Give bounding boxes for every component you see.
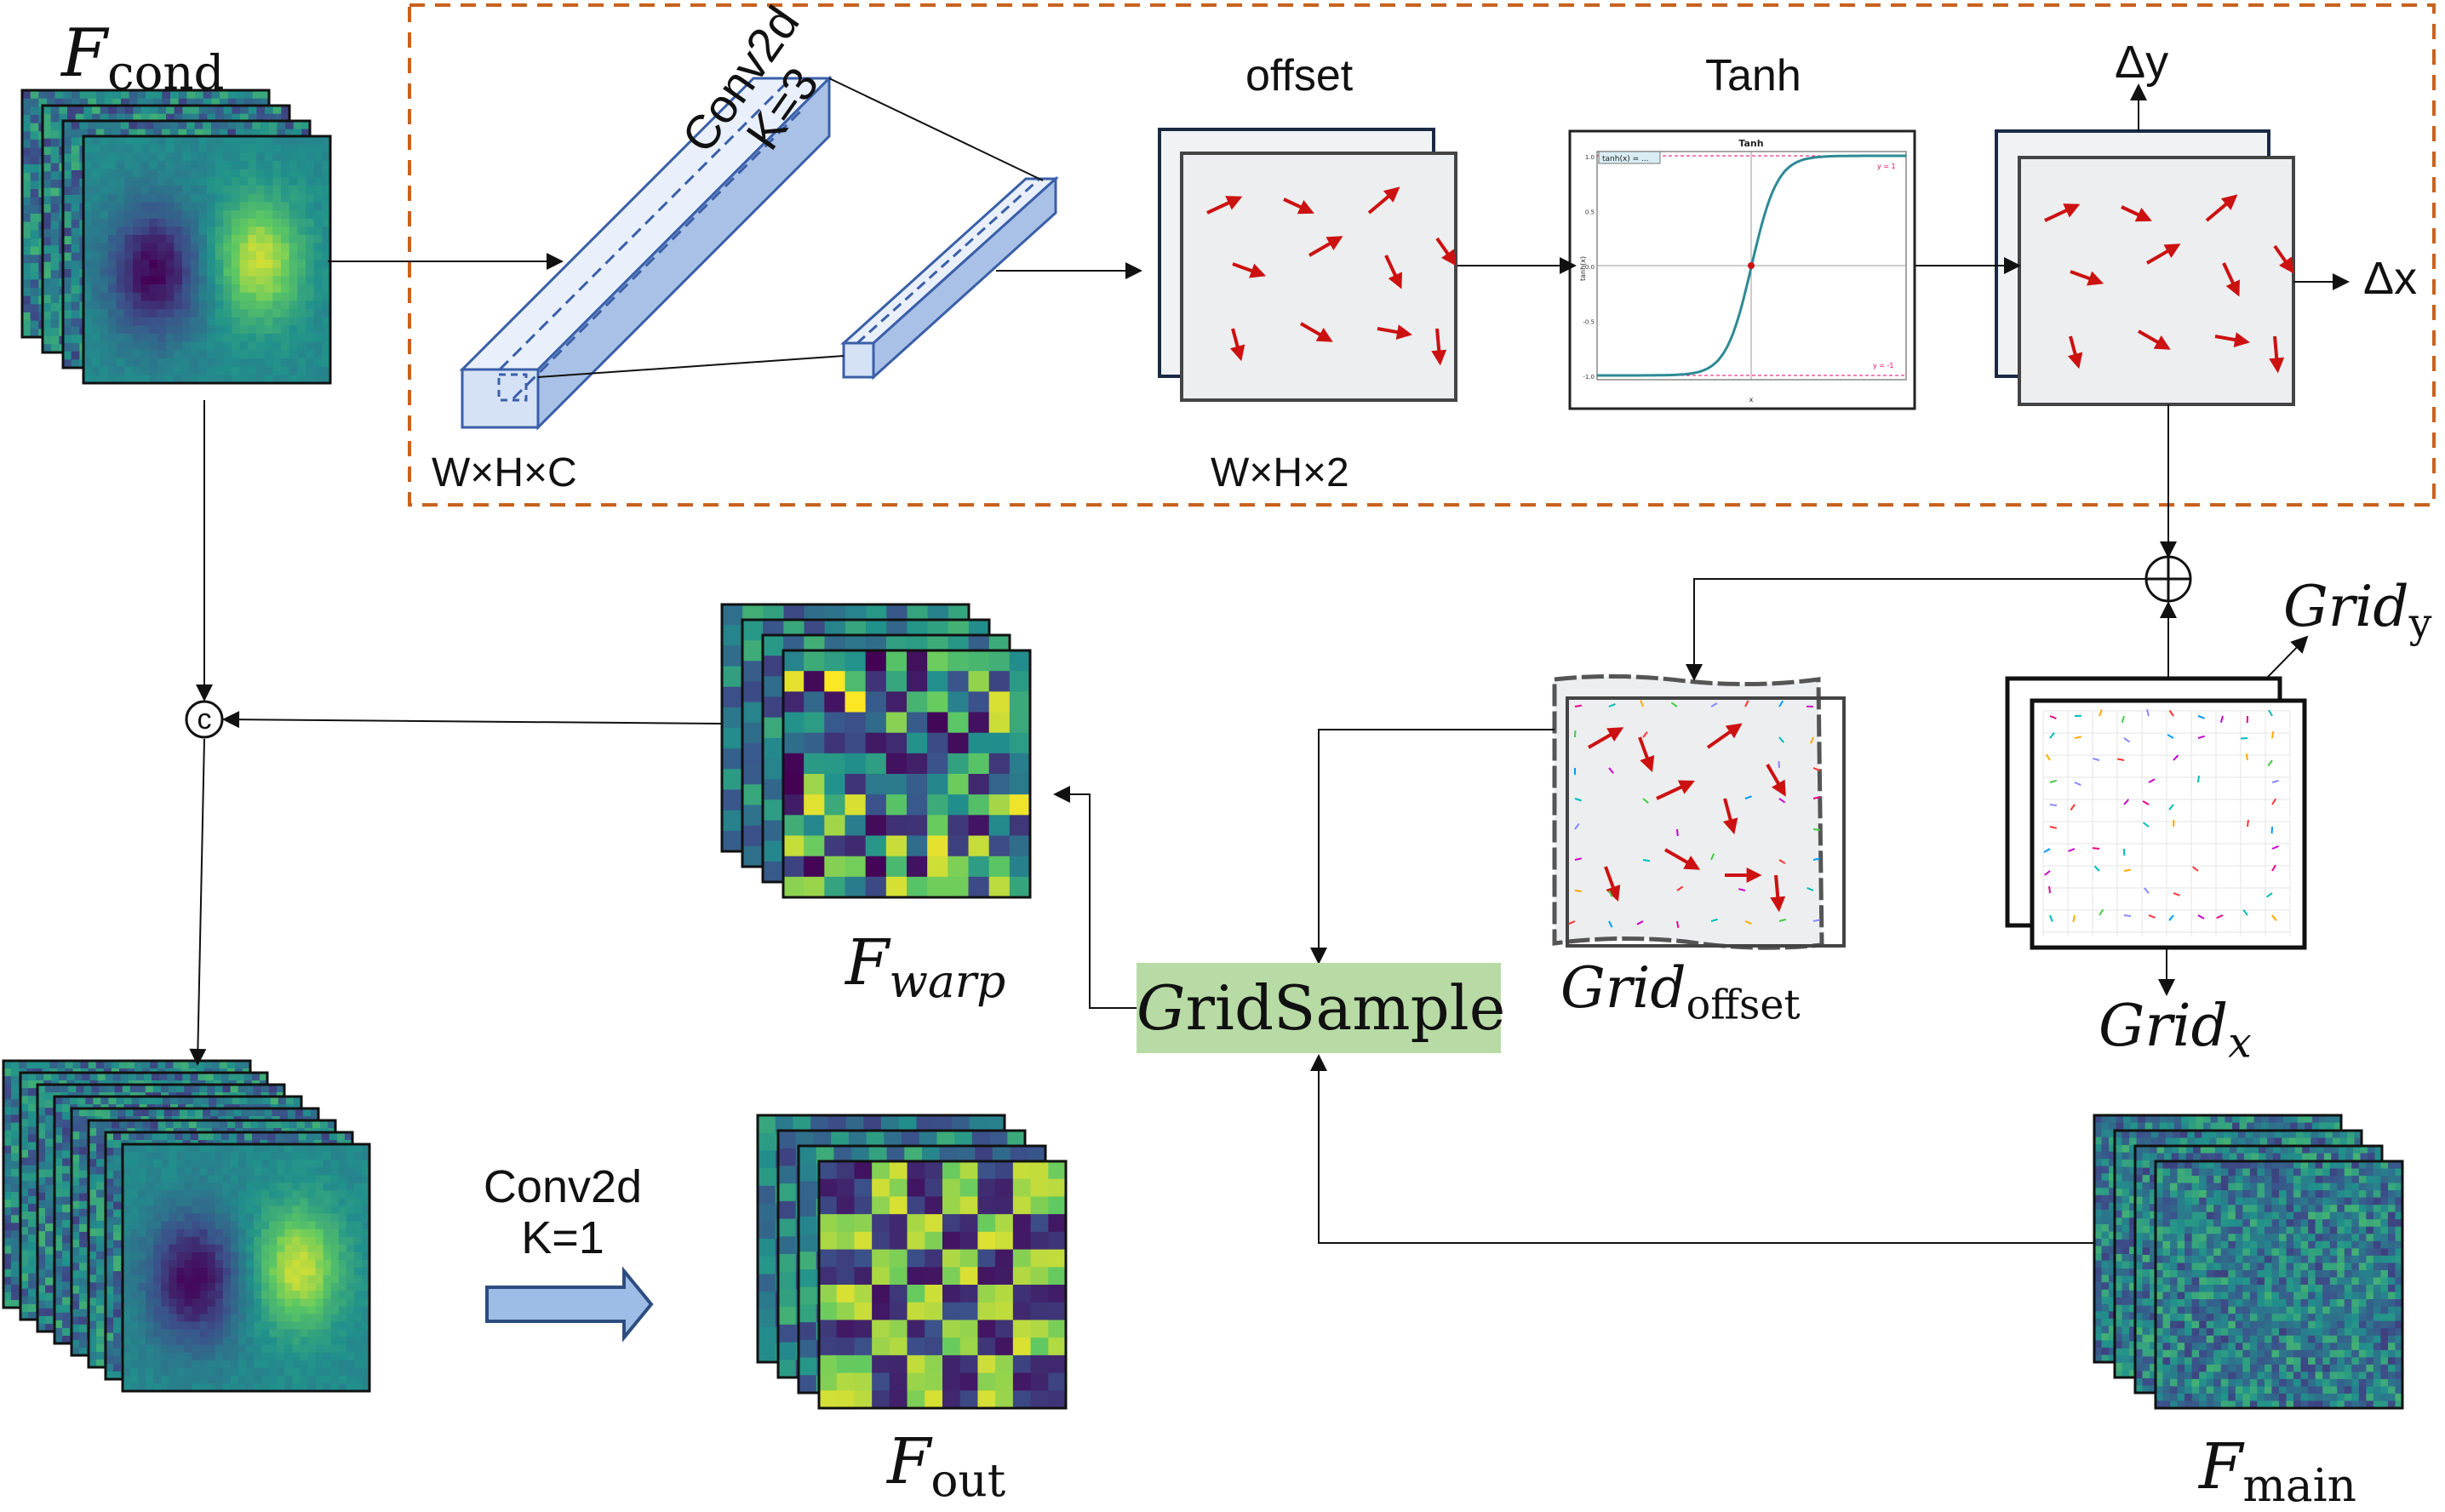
f-cond-base: F — [61, 15, 107, 92]
grid-x-label: Gridx — [2099, 998, 2252, 1065]
grid-sample-box: GridSample — [1137, 963, 1501, 1053]
grid-sample-label: GridSample — [1137, 963, 1501, 1053]
f-out-stack — [758, 1115, 1067, 1409]
tanh-y-tick: 1.0 — [1585, 154, 1595, 161]
offset-title: offset — [1245, 54, 1353, 98]
grid-y-sub: y — [2409, 600, 2432, 647]
offset-panel-front — [1182, 153, 1456, 400]
f-main-base: F — [2199, 1430, 2242, 1503]
conv1-label-line1: Conv2d — [469, 1161, 656, 1212]
f-cond-sub: cond — [107, 46, 224, 101]
tanh-y-tick: -0.5 — [1583, 319, 1595, 326]
f-out-sub: out — [930, 1454, 1005, 1507]
f-main-sub: main — [2242, 1459, 2356, 1512]
grid-offset-label: Gridoffset — [1560, 960, 1801, 1026]
f-cond-label: Fcond — [61, 20, 225, 98]
tanh-formula: tanh(x) = ... — [1602, 155, 1649, 163]
conv1-label: Conv2d K=1 — [469, 1161, 656, 1263]
f-warp-sub: warp — [889, 955, 1005, 1008]
arrow-add-to-grid-offset — [1694, 579, 2146, 679]
grid-sample-label-rest: ridSample — [1186, 972, 1506, 1044]
f-out-base: F — [887, 1425, 930, 1498]
conv1-block-arrow — [487, 1271, 651, 1337]
grid-y-base: Grid — [2283, 574, 2409, 639]
tanh-y-tick: 0.0 — [1585, 264, 1595, 271]
grid-offset-panel — [1555, 676, 1844, 948]
tanh-lower-asymptote: y = -1 — [1873, 362, 1894, 369]
arrow-fmain-to-sample — [1319, 1056, 2094, 1243]
f-main-label: Fmain — [2199, 1435, 2356, 1509]
tanh-upper-asymptote: y = 1 — [1877, 163, 1896, 170]
arrow-sample-to-fwarp — [1055, 794, 1137, 1008]
tanh-plot: tanh(x) = ... Tanh tanh(x) x y = 1 y = -… — [1570, 131, 1915, 409]
concat-symbol: c — [198, 703, 212, 736]
concat-feature-stack — [3, 1061, 370, 1392]
grid-y-label: Gridy — [2283, 579, 2431, 644]
arrow-fwarp-to-concat — [224, 719, 722, 724]
delta-y-label: Δy — [2115, 39, 2168, 85]
grid-x-sub: x — [2228, 1019, 2252, 1068]
conv3-output-block — [844, 179, 1056, 377]
grid-x-base: Grid — [2099, 993, 2228, 1060]
input-shape-label: W×H×C — [432, 453, 577, 494]
arrow-concat-to-stack — [198, 739, 204, 1064]
f-out-label: Fout — [887, 1430, 1005, 1503]
grid-sample-label-first: G — [1137, 972, 1186, 1044]
f-warp-label: Fwarp — [845, 931, 1005, 1005]
delta-x-label: Δx — [2363, 255, 2417, 301]
f-main-stack — [2094, 1115, 2403, 1409]
conv1-label-line2: K=1 — [469, 1212, 656, 1263]
offset-shape-label: W×H×2 — [1211, 453, 1349, 494]
conv3-projection-line-top — [829, 78, 1043, 180]
f-warp-stack — [722, 604, 1031, 898]
f-warp-base: F — [845, 926, 889, 999]
delta-panel-front — [2019, 158, 2293, 404]
tanh-plot-title: Tanh — [1738, 138, 1763, 149]
arrow-grid-offset-to-sample — [1319, 730, 1555, 963]
tanh-y-tick: -1.0 — [1583, 374, 1595, 381]
tanh-title: Tanh — [1705, 54, 1801, 98]
grid-offset-sub: offset — [1686, 982, 1801, 1028]
f-cond-stack — [22, 90, 331, 384]
tanh-y-tick: 0.5 — [1585, 209, 1595, 216]
grid-offset-base: Grid — [1560, 955, 1686, 1021]
tanh-x-label: x — [1749, 396, 1754, 404]
